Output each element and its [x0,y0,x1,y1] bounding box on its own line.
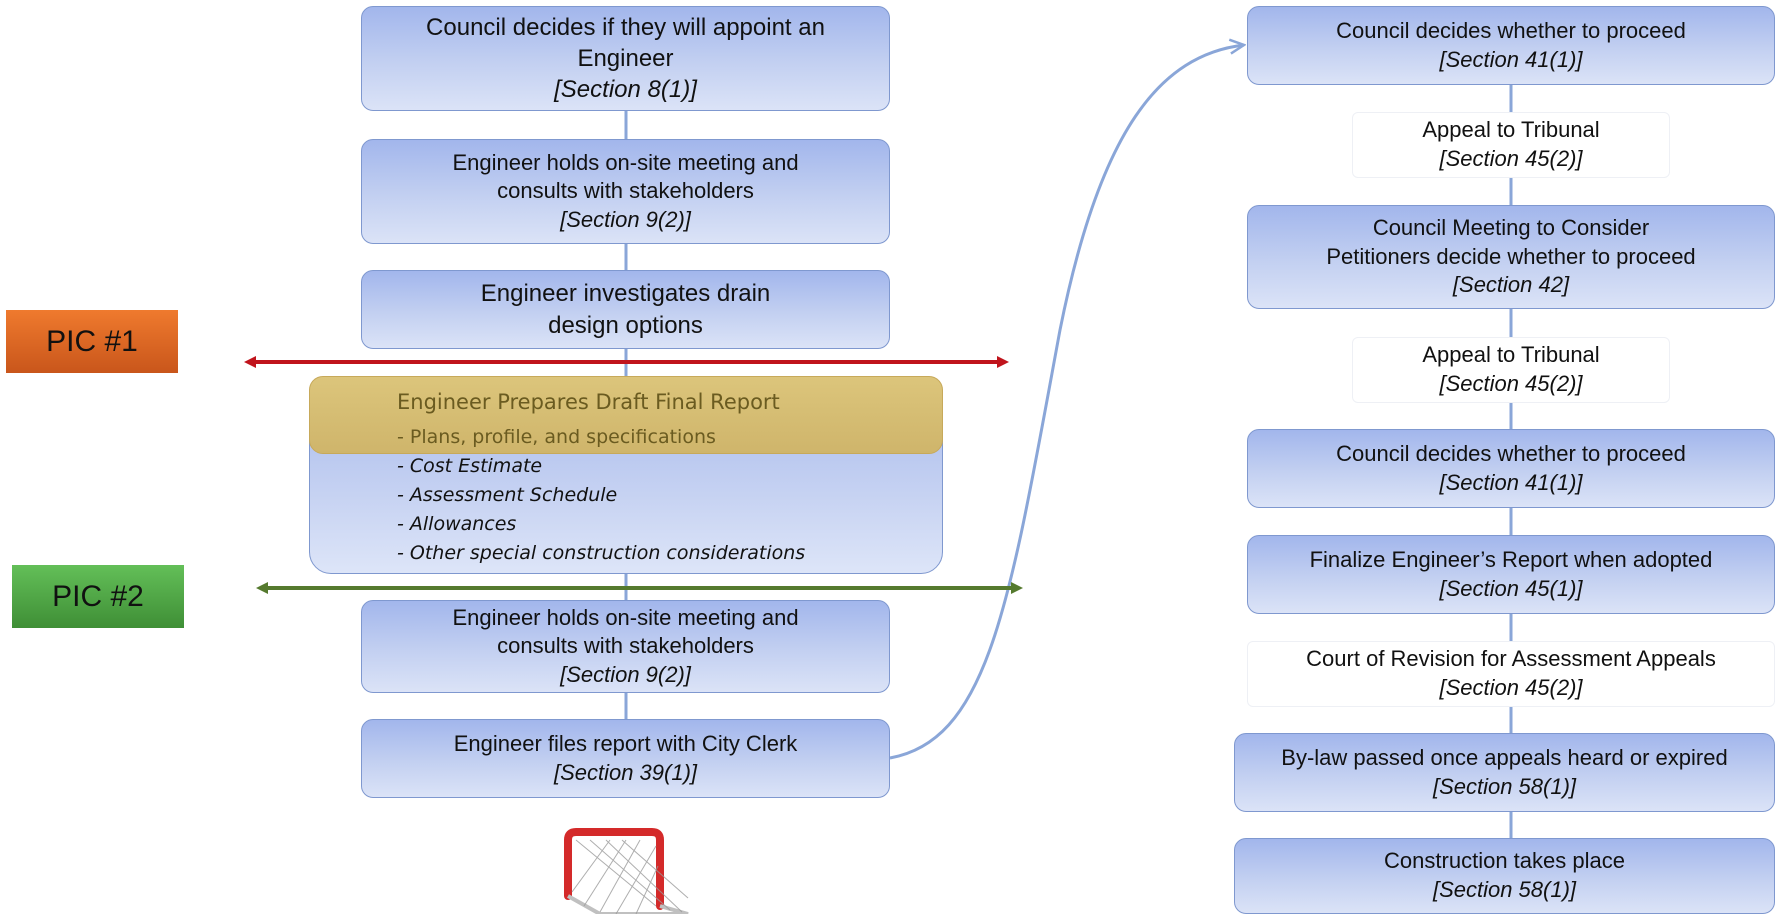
flow-box-bylaw: By-law passed once appeals heard or expi… [1234,733,1775,812]
flow-box-court-of-revision: Court of Revision for Assessment Appeals… [1247,641,1775,707]
flow-box-file-report: Engineer files report with City Clerk [S… [361,719,890,798]
flow-box-appoint: Council decides if they will appoint an … [361,6,890,111]
draft-item: - Assessment Schedule [397,484,618,506]
box-line: Council Meeting to Consider [1372,215,1650,241]
flow-box-construction: Construction takes place [Section 58(1)] [1234,838,1775,914]
section-ref: [Section 8(1)] [554,76,697,104]
box-line: Construction takes place [1384,848,1625,874]
flow-box-appeal-1: Appeal to Tribunal [Section 45(2)] [1352,112,1670,178]
box-line: consults with stakeholders [497,178,754,204]
box-line: Engineer holds on-site meeting and [452,149,799,175]
box-line: Court of Revision for Assessment Appeals [1306,646,1716,672]
flow-box-onsite-1: Engineer holds on-site meeting and consu… [361,139,890,244]
draft-item: - Other special construction considerati… [397,542,806,564]
section-ref: [Section 45(2)] [1439,675,1583,700]
pic2-label: PIC #2 [12,565,184,628]
box-line: Engineer [577,44,674,72]
pic1-label: PIC #1 [6,310,178,373]
box-line: design options [548,311,703,339]
section-ref: [Section 58(1)] [1432,773,1577,799]
box-line: Council decides whether to proceed [1336,440,1686,466]
box-line: Council decides whether to proceed [1336,17,1686,43]
draft-item: - Allowances [397,513,517,535]
section-ref: [Section 41(1)] [1439,46,1583,72]
box-line: Appeal to Tribunal [1422,342,1600,368]
flow-box-proceed-1: Council decides whether to proceed [Sect… [1247,6,1775,85]
hockey-net-icon [564,828,689,914]
flow-box-finalize: Finalize Engineer’s Report when adopted … [1247,535,1775,614]
box-line: Engineer holds on-site meeting and [452,604,799,630]
box-line: Engineer files report with City Clerk [453,730,798,756]
draft-report-content: Engineer Prepares Draft Final Report - P… [397,388,937,568]
box-line: consults with stakeholders [497,633,754,659]
section-ref: [Section 9(2)] [560,206,691,232]
box-line: By-law passed once appeals heard or expi… [1281,744,1728,770]
section-ref: [Section 58(1)] [1432,877,1577,902]
box-line: Finalize Engineer’s Report when adopted [1309,546,1713,572]
section-ref: [Section 45(2)] [1439,371,1583,396]
box-line: Engineer investigates drain [480,280,771,308]
box-line: Council decides if they will appoint an [426,13,825,41]
section-ref: [Section 45(1)] [1439,575,1583,601]
draft-report-title: Engineer Prepares Draft Final Report [397,390,780,414]
section-ref: [Section 45(2)] [1439,146,1583,171]
box-line: Appeal to Tribunal [1422,117,1600,143]
flow-box-onsite-2: Engineer holds on-site meeting and consu… [361,600,890,693]
section-ref: [Section 39(1)] [553,759,698,785]
section-ref: [Section 9(2)] [560,661,691,687]
flow-box-investigate: Engineer investigates drain design optio… [361,270,890,349]
box-line: Petitioners decide whether to proceed [1326,243,1696,269]
draft-item: - Plans, profile, and specifications [397,426,716,448]
section-ref: [Section 42] [1452,272,1570,298]
draft-report-highlight [309,376,943,454]
curve-connector [889,45,1244,760]
draft-item: - Cost Estimate [397,455,543,477]
flow-box-proceed-2: Council decides whether to proceed [Sect… [1247,429,1775,508]
flow-box-appeal-2: Appeal to Tribunal [Section 45(2)] [1352,337,1670,403]
flow-box-council-meeting: Council Meeting to Consider Petitioners … [1247,205,1775,309]
section-ref: [Section 41(1)] [1439,469,1583,495]
